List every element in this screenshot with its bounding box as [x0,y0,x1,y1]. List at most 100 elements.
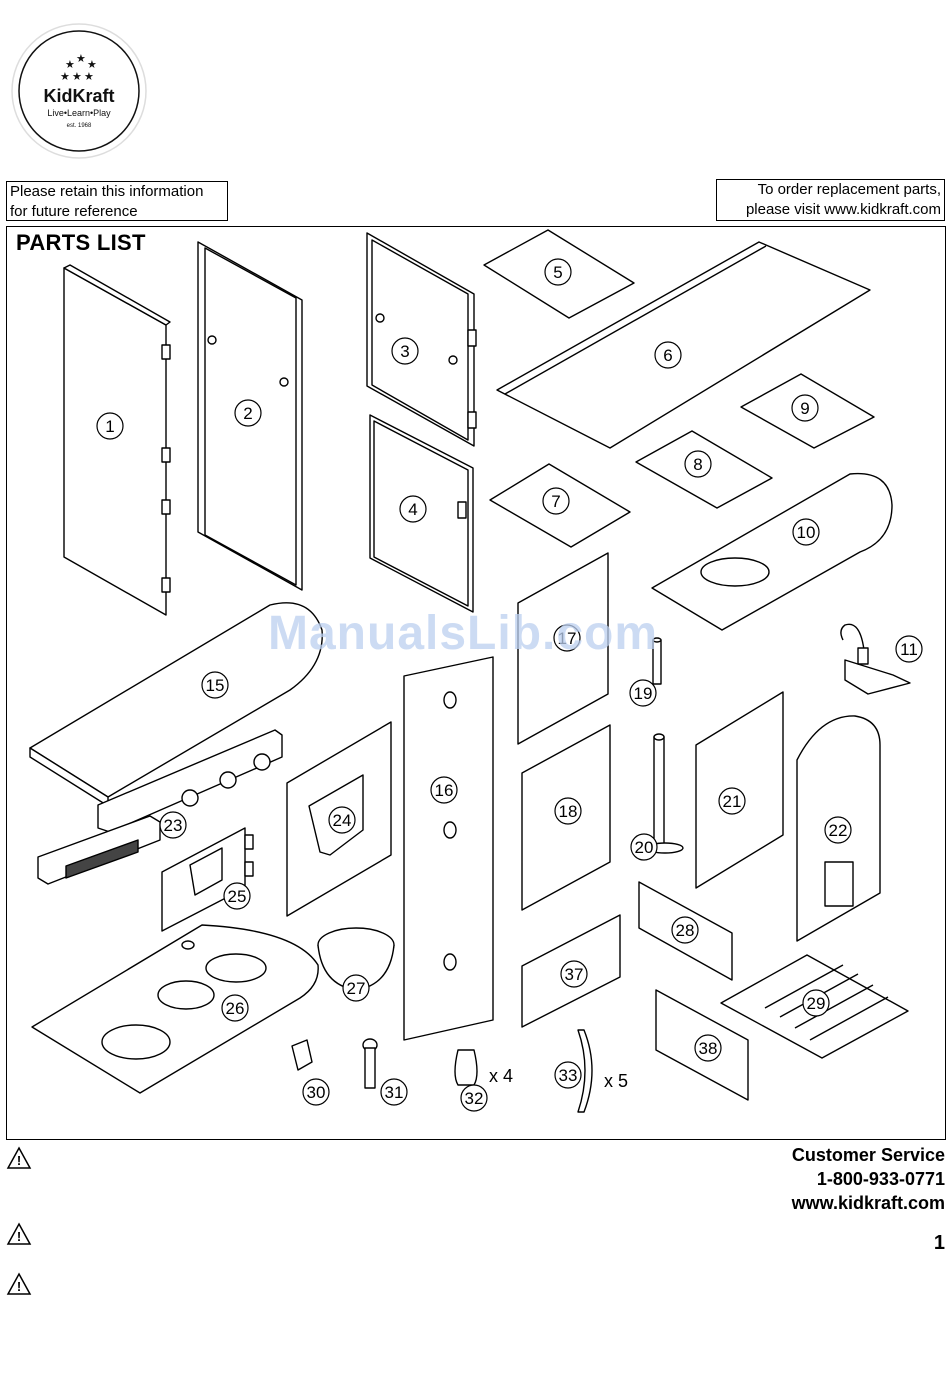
manualslib-watermark: ManualsLib.com [268,607,659,660]
part-18-label-circle [554,797,582,825]
part-19-drawing [652,637,662,685]
part-30-drawing [291,1039,313,1071]
part-1-number: 1 [105,417,114,436]
svg-text:★: ★ [72,71,82,83]
part-32-number: 32 [465,1089,484,1108]
part-37-label-circle [560,960,588,988]
part-11-number: 11 [900,640,918,659]
part-15-number: 15 [206,676,225,695]
part-16-drawing [403,656,494,1041]
part-9-label-circle [791,394,819,422]
part-18-number: 18 [559,802,578,821]
part-21-label-circle [718,787,746,815]
part-24-label-circle [328,806,356,834]
warning-triangle-icon: ! [6,1222,32,1245]
svg-text:KidKraft: KidKraft [44,86,115,106]
page-number: 1 [933,1232,945,1254]
svg-text:★: ★ [84,71,94,83]
part-6-drawing [496,241,871,449]
part-17-number: 17 [558,629,577,648]
part-6-label-circle [654,341,682,369]
part-6-number: 6 [663,346,672,365]
part-30-label-circle [302,1078,330,1106]
part-32-quantity: x 4 [489,1066,513,1086]
parts-list-title: PARTS LIST [16,230,146,255]
part-26-drawing [31,924,319,1094]
part-33-number: 33 [559,1066,578,1085]
part-26-number: 26 [226,999,245,1018]
retain-line-1: Please retain this information [10,183,204,200]
part-22-number: 22 [829,821,848,840]
part-4-label-circle [399,495,427,523]
part-3-number: 3 [400,342,409,361]
retain-line-2: for future reference [10,203,138,220]
part-23-drawing [37,729,283,885]
part-20-number: 20 [635,838,654,857]
svg-text:★: ★ [87,59,97,71]
part-8-number: 8 [693,455,702,474]
warning-triangle-icon: ! [6,1272,32,1295]
svg-text:Live•Learn•Play: Live•Learn•Play [47,108,111,118]
part-33-quantity: x 5 [604,1071,628,1091]
part-3-drawing [366,232,477,447]
part-2-label-circle [234,399,262,427]
part-19-number: 19 [634,684,653,703]
part-23-label-circle [159,811,187,839]
replacement-line-1: To order replacement parts, [757,181,941,198]
customer-service-website[interactable]: www.kidkraft.com [791,1193,945,1213]
part-9-number: 9 [800,399,809,418]
warning-triangle-icon: ! [6,1146,32,1169]
part-38-number: 38 [699,1039,718,1058]
part-3-label-circle [391,337,419,365]
part-26-label-circle [221,994,249,1022]
part-25-drawing [161,827,254,932]
part-10-label-circle [792,518,820,546]
part-16-label-circle [430,776,458,804]
replacement-line-2: please visit www.kidkraft.com [745,201,941,218]
part-30-number: 30 [307,1083,326,1102]
part-16-number: 16 [435,781,454,800]
part-19-label-circle [629,679,657,707]
svg-text:★: ★ [60,71,70,83]
part-5-label-circle [544,258,572,286]
replacement-parts-note: To order replacement parts, please visit… [716,179,945,221]
part-25-number: 25 [228,887,247,906]
part-31-number: 31 [385,1083,404,1102]
part-8-label-circle [684,450,712,478]
part-27-drawing [317,927,395,991]
part-33-label-circle [554,1061,582,1089]
svg-text:!: ! [17,1279,21,1294]
part-5-number: 5 [553,263,562,282]
part-25-label-circle [223,882,251,910]
part-27-number: 27 [347,979,366,998]
part-20-drawing [646,733,684,854]
part-28-label-circle [671,916,699,944]
part-29-number: 29 [807,994,826,1013]
svg-text:★: ★ [65,59,75,71]
part-37-number: 37 [565,965,584,984]
part-27-label-circle [342,974,370,1002]
part-1-label-circle [96,412,124,440]
part-24-number: 24 [333,811,352,830]
part-31-label-circle [380,1078,408,1106]
part-32-drawing [454,1049,478,1086]
part-20-label-circle [630,833,658,861]
svg-text:est. 1968: est. 1968 [67,123,92,129]
svg-text:!: ! [17,1229,21,1244]
kidkraft-logo: ★★★ ★★★ KidKraft Live•Learn•Play est. 19… [11,23,147,159]
part-31-drawing [362,1038,378,1089]
svg-text:★: ★ [76,53,86,65]
part-17-label-circle [553,624,581,652]
part-15-label-circle [201,671,229,699]
part-23-number: 23 [164,816,183,835]
part-28-number: 28 [676,921,695,940]
part-7-number: 7 [551,492,560,511]
part-10-number: 10 [797,523,816,542]
part-11-label-circle [895,635,923,663]
part-33-drawing [577,1029,593,1113]
parts-list-frame [6,226,946,1140]
part-2-number: 2 [243,404,252,423]
part-38-label-circle [694,1034,722,1062]
customer-service-phone: 1-800-933-0771 [816,1169,945,1189]
